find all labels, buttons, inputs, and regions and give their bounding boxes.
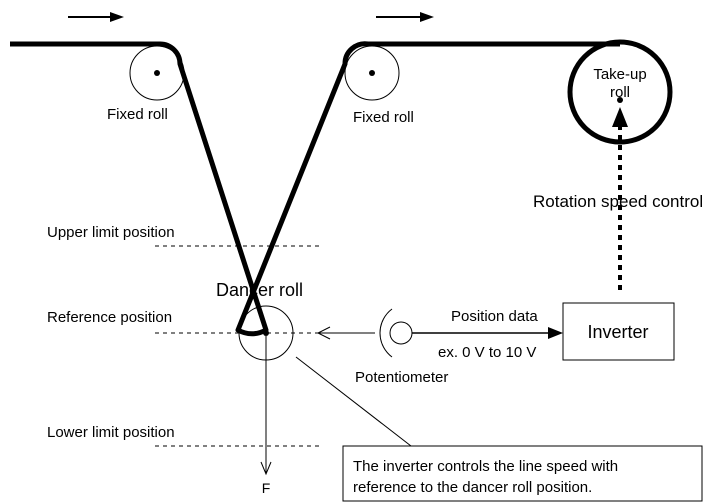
note-line1: The inverter controls the line speed wit… bbox=[353, 458, 618, 475]
reference-position-label: Reference position bbox=[47, 309, 172, 326]
fixed-roll-right-label: Fixed roll bbox=[353, 109, 414, 126]
web-material-path bbox=[10, 41, 620, 337]
inverter-box bbox=[562, 302, 675, 361]
fixed-roll-left-label: Fixed roll bbox=[107, 106, 168, 123]
force-label: F bbox=[262, 480, 271, 496]
rotation-speed-control-label: Rotation speed control bbox=[533, 192, 703, 211]
note-line2: reference to the dancer roll position. bbox=[353, 479, 592, 496]
inverter-label: Inverter bbox=[587, 322, 648, 342]
takeup-roll-center bbox=[617, 97, 623, 103]
fixed-roll-left bbox=[129, 45, 185, 101]
direction-arrow-right bbox=[376, 12, 434, 22]
note-leader-line bbox=[295, 356, 412, 447]
upper-limit-label: Upper limit position bbox=[47, 224, 175, 241]
position-data-label: Position data bbox=[451, 308, 538, 325]
potentiometer-label: Potentiometer bbox=[355, 369, 448, 386]
fixed-roll-right bbox=[344, 45, 400, 101]
rotation-control-arrowhead bbox=[612, 107, 628, 127]
potentiometer-symbol bbox=[379, 308, 413, 358]
force-arrowhead bbox=[260, 461, 272, 476]
note-box bbox=[342, 445, 703, 502]
takeup-roll bbox=[567, 39, 673, 145]
position-data-arrowhead bbox=[548, 327, 563, 339]
voltage-range-label: ex. 0 V to 10 V bbox=[438, 344, 536, 361]
takeup-label-line2: roll bbox=[610, 84, 630, 101]
takeup-label-line1: Take-up bbox=[593, 66, 646, 83]
dancer-roll-label: Dancer roll bbox=[216, 280, 303, 300]
direction-arrow-left bbox=[68, 12, 124, 22]
lower-limit-label: Lower limit position bbox=[47, 424, 175, 441]
sensing-arrowhead bbox=[316, 326, 331, 340]
